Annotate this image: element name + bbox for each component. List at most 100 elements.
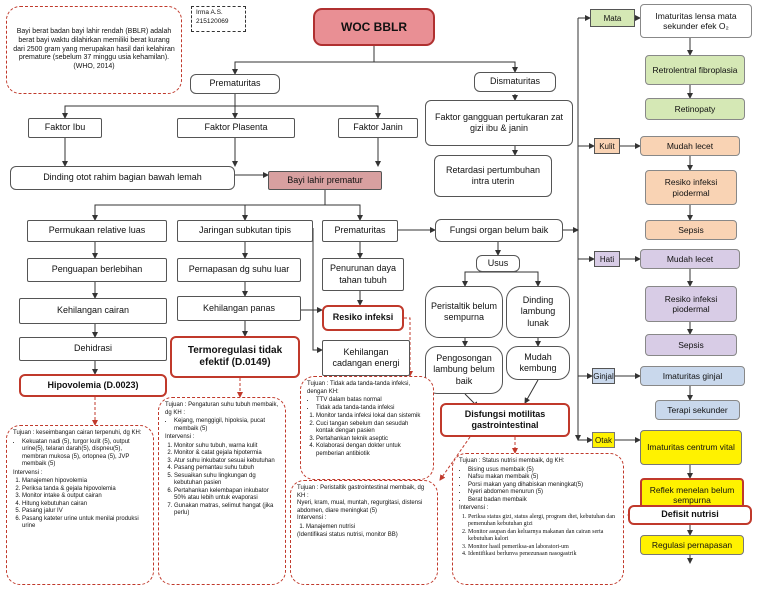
label-hati: Hati	[594, 251, 620, 267]
note-intervensi-label: Intervensi :	[459, 505, 489, 511]
note-intervention: Manajemen hipovolemia	[22, 478, 147, 486]
node-mudah-lecet-kulit: Mudah lecet	[640, 136, 740, 156]
node-kehilangan-panas: Kehilangan panas	[177, 296, 301, 321]
node-faktor-janin: Faktor Janin	[338, 118, 418, 138]
author-name: Irma A.S.	[196, 9, 223, 16]
note-intervention: Kolaborasi dengan dokter untuk pemberian…	[316, 443, 427, 458]
label-otak: Otak	[592, 432, 615, 448]
node-penurunan-daya: Penurunan daya tahan tubuh	[322, 258, 404, 291]
node-termoregulasi: Termoregulasi tidak efektif (D.0149)	[170, 336, 300, 378]
node-retardasi: Retardasi pertumbuhan intra uterin	[434, 155, 552, 197]
node-jaringan: Jaringan subkutan tipis	[177, 220, 313, 242]
note-intervention: Pertahankan teknik aseptic	[316, 436, 427, 444]
note-termo-tujuan: Tujuan : Pengaturan suhu tubuh membaik, …	[165, 402, 279, 416]
note-nutrisi-tujuan: Tujuan : Status nutrisi membaik, dg KH:	[459, 458, 565, 464]
node-usus: Usus	[476, 255, 520, 272]
node-dismaturitas: Dismaturitas	[474, 72, 556, 92]
note-intervention: Pertahankan kelembapan inkubator 50% ata…	[174, 488, 279, 503]
node-faktor-gangguan: Faktor gangguan pertukaran zat gizi ibu …	[425, 100, 573, 146]
node-dinding-lambung: Dinding lambung lunak	[506, 286, 570, 338]
note-hipovolemia: Tujuan : keseimbangan cairan terpenuhi, …	[6, 425, 154, 585]
node-dismotilitas: Disfungsi motilitas gastrointestinal	[440, 403, 570, 437]
note-intervensi-label: Intervensi :	[13, 469, 43, 476]
node-defisit-nutrisi: Defisit nutrisi	[628, 505, 752, 525]
note-infeksi: Tujuan : Tidak ada tanda-tanda infeksi, …	[300, 376, 434, 480]
note-intervention: Pasang kateter urine untuk menilai produ…	[22, 516, 147, 531]
label-mata: Mata	[590, 9, 635, 27]
note-intervention: Identifikasi berlunva penezunaan nasogas…	[468, 551, 617, 559]
note-intervention: Monitor intake & output cairan	[22, 493, 147, 501]
node-regulasi-pernapasan: Regulasi pernapasan	[640, 535, 744, 555]
note-intervention: Periksa tanda & gejala hipovolemia	[22, 486, 147, 494]
note-intervention: Cuci tangan sebelum dan sesudah kontak d…	[316, 421, 427, 436]
node-dehidrasi: Dehidrasi	[19, 337, 167, 361]
node-imaturitas-ginjal: Imaturitas ginjal	[640, 366, 745, 386]
node-kehilangan-cairan: Kehilangan cairan	[19, 298, 167, 324]
note-nutrisi: Tujuan : Status nutrisi membaik, dg KH: …	[452, 453, 624, 585]
note-criteria: Tidak ada tanda-tanda infeksi	[316, 405, 427, 413]
note-hipovolemia-tujuan: Tujuan : keseimbangan cairan terpenuhi, …	[13, 430, 142, 436]
node-prematuritas-2: Prematuritas	[322, 220, 398, 242]
node-retinopaty: Retinopaty	[645, 98, 745, 120]
note-gastro-criteria: Nyeri, kram, mual, muntah, regurgitasi, …	[297, 500, 423, 514]
note-intervention: Manajemen nutrisi	[306, 524, 431, 532]
note-intervention: Pasang pemantau suhu tubuh	[174, 465, 279, 473]
note-criteria: Bising usus membaik (5)	[468, 467, 617, 475]
note-criteria: TTV dalam batas normal	[316, 397, 427, 405]
note-intervention: Hitung kebutuhan cairan	[22, 501, 147, 509]
label-ginjal: Ginjal	[592, 368, 615, 384]
note-termoregulasi: Tujuan : Pengaturan suhu tubuh membaik, …	[158, 397, 286, 585]
note-intervention: Atur suhu inkubator sesuai kebutuhan	[174, 458, 279, 466]
note-intervention: Periksa status gizi, status alergi, prog…	[468, 514, 617, 529]
node-retrolental: Retrolentral fibroplasia	[645, 55, 745, 85]
node-pengosongan: Pengosongan lambung belum baik	[425, 346, 503, 394]
note-infeksi-tujuan: Tujuan : Tidak ada tanda-tanda infeksi, …	[307, 381, 411, 395]
node-faktor-ibu: Faktor Ibu	[28, 118, 102, 138]
node-dinding-otot: Dinding otot rahim bagian bawah lemah	[10, 166, 235, 190]
node-imaturitas-centrum: Imaturitas centrum vital	[640, 430, 742, 465]
note-criteria: Nyeri abdomen menurun (5)	[468, 489, 617, 497]
diagram-title: WOC BBLR	[313, 8, 435, 46]
note-gastro-tujuan: Tujuan : Peristaltik gastrointestinal me…	[297, 485, 425, 499]
note-gastrointestinal: Tujuan : Peristaltik gastrointestinal me…	[290, 480, 438, 585]
author-id: 215120069	[196, 17, 229, 25]
node-mudah-kembung: Mudah kembung	[506, 346, 570, 380]
node-terapi-sekunder: Terapi sekunder	[655, 400, 740, 420]
node-resiko-piodermal-kulit: Resiko infeksi piodermal	[645, 170, 737, 205]
node-faktor-plasenta: Faktor Plasenta	[177, 118, 295, 138]
definition-text: Bayi berat badan bayi lahir rendah (BBLR…	[13, 28, 175, 71]
note-criteria: Porsi makan yang dihabiskan meningkat(5)	[468, 482, 617, 490]
node-hipovolemia: Hipovolemia (D.0023)	[19, 374, 167, 397]
node-imaturitas-lensa: Imaturitas lensa mata sekunder efek O₂	[640, 4, 752, 38]
note-criteria: Kejang, menggigil, hipoksia, pucat memba…	[174, 418, 279, 433]
node-kehilangan-cadangan: Kehilangan cadangan energi	[322, 340, 410, 376]
note-intervention: Monitor asupan dan keluarnya makanan dan…	[468, 529, 617, 544]
note-intervention: Monitor & catat gejala hipotermia	[174, 450, 279, 458]
note-intervensi-label: Intervensi :	[297, 515, 327, 521]
note-criteria: Berat badan membaik	[468, 497, 617, 505]
note-criteria: Kekuatan nadi (5), turgor kulit (5), out…	[22, 439, 147, 469]
node-resiko-piodermal-hati: Resiko infeksi piodermal	[645, 286, 737, 322]
node-prematuritas: Prematuritas	[190, 74, 280, 94]
note-intervensi-label: Intervensi :	[165, 434, 195, 440]
note-intervention: Sesuaikan suhu lingkungan dg kebutuhan p…	[174, 473, 279, 488]
note-intervention: Pasang jalur IV	[22, 508, 147, 516]
node-peristaltik: Peristaltik belum sempurna	[425, 286, 503, 338]
label-kulit: Kulit	[594, 138, 620, 154]
note-intervention: Monitor hasil pemeriksa-an laboratori-um	[468, 544, 617, 552]
node-sepsis-hati: Sepsis	[645, 334, 737, 356]
node-sepsis-kulit: Sepsis	[645, 220, 737, 240]
node-mudah-lecet-hati: Mudah lecet	[640, 249, 740, 269]
definition-note: Bayi berat badan bayi lahir rendah (BBLR…	[6, 6, 182, 94]
node-resiko-infeksi: Resiko infeksi	[322, 305, 404, 331]
note-intervention: Monitor suhu tubuh, warna kulit	[174, 443, 279, 451]
node-bayi-lahir-prematur: Bayi lahir prematur	[268, 171, 382, 190]
node-penguapan: Penguapan berlebihan	[27, 258, 167, 282]
author-box: Irma A.S. 215120069	[191, 6, 246, 32]
note-criteria: Nafsu makan membaik (5)	[468, 474, 617, 482]
note-intervention: Gunakan matras, selimut hangat (jika per…	[174, 503, 279, 518]
note-intervention: Monitor tanda infeksi lokal dan sistemik	[316, 413, 427, 421]
node-pernapasan: Pernapasan dg suhu luar	[177, 258, 301, 282]
note-intervention-detail: (Identifikasi status nutrisi, monitor BB…	[297, 532, 398, 538]
